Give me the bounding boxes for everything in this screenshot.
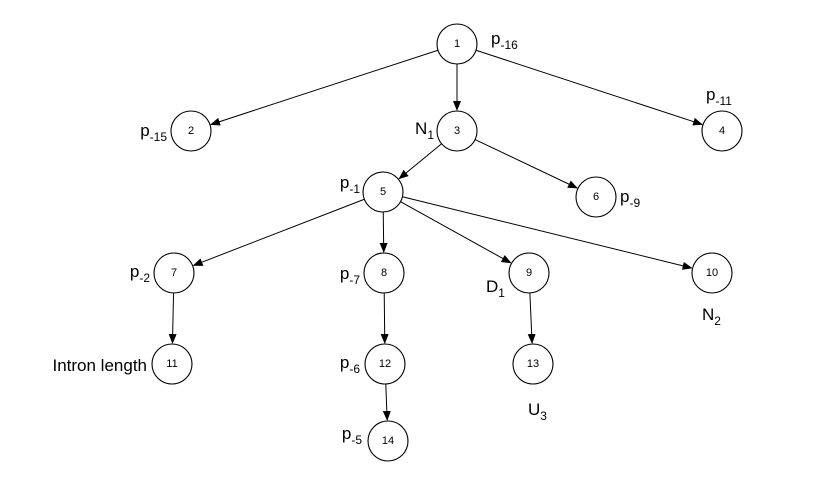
node-label-11: Intron length <box>52 356 147 375</box>
node-circle-6 <box>575 176 617 218</box>
node-circle-2 <box>170 110 212 152</box>
edge-9-to-13 <box>527 292 536 345</box>
node-11: 11 <box>151 343 193 385</box>
node-circle-5 <box>362 171 404 213</box>
edge-12-to-14 <box>382 383 391 422</box>
node-label-3: N1 <box>415 119 434 142</box>
node-number-9: 9 <box>526 267 532 279</box>
node-10: 10 <box>691 252 733 294</box>
node-6: 6 <box>575 176 617 218</box>
node-number-3: 3 <box>454 125 460 137</box>
node-1: 1 <box>436 23 478 65</box>
node-label-13: U3 <box>528 400 547 423</box>
node-5: 5 <box>362 171 404 213</box>
node-label-8: p-7 <box>340 264 360 287</box>
node-14: 14 <box>367 420 409 462</box>
node-circle-12 <box>364 343 406 385</box>
edge-8-to-12 <box>380 292 389 345</box>
node-circle-14 <box>367 420 409 462</box>
node-circle-7 <box>153 252 195 294</box>
node-label-14: p-5 <box>342 424 362 447</box>
node-9: 9 <box>508 252 550 294</box>
node-number-11: 11 <box>166 358 177 370</box>
node-label-2: p-15 <box>140 121 167 144</box>
node-circle-9 <box>508 252 550 294</box>
node-label-5: p-1 <box>340 173 360 196</box>
node-3: 3 <box>436 110 478 152</box>
edges <box>168 49 703 422</box>
node-number-8: 8 <box>381 267 387 279</box>
node-number-14: 14 <box>382 435 394 447</box>
node-label-6: p-9 <box>620 187 640 210</box>
node-8: 8 <box>363 252 405 294</box>
node-label-7: p-2 <box>130 262 150 285</box>
node-label-1: p-16 <box>491 29 518 52</box>
node-number-13: 13 <box>527 358 539 370</box>
node-13: 13 <box>512 343 554 385</box>
edge-7-to-11 <box>168 292 177 345</box>
node-number-4: 4 <box>719 125 725 137</box>
node-label-4: p-11 <box>706 85 732 108</box>
node-circle-13 <box>512 343 554 385</box>
node-7: 7 <box>153 252 195 294</box>
node-number-2: 2 <box>188 125 194 137</box>
node-circle-1 <box>436 23 478 65</box>
node-circle-10 <box>691 252 733 294</box>
node-circle-3 <box>436 110 478 152</box>
node-label-12: p-6 <box>340 353 360 376</box>
node-circle-11 <box>151 343 193 385</box>
node-4: 4 <box>701 110 743 152</box>
node-number-6: 6 <box>593 191 599 203</box>
node-2: 2 <box>170 110 212 152</box>
edge-5-to-10 <box>402 196 693 270</box>
node-number-1: 1 <box>454 38 460 50</box>
edge-3-to-5 <box>398 143 442 180</box>
node-circle-4 <box>701 110 743 152</box>
node-number-5: 5 <box>380 186 386 198</box>
edge-5-to-9 <box>400 201 512 264</box>
node-12: 12 <box>364 343 406 385</box>
node-label-9: D1 <box>486 277 505 300</box>
edge-1-to-2 <box>210 49 439 126</box>
edge-1-to-4 <box>475 49 703 126</box>
node-label-10: N2 <box>702 305 721 328</box>
edge-5-to-7 <box>192 198 365 266</box>
node-number-12: 12 <box>379 358 391 370</box>
node-circle-8 <box>363 252 405 294</box>
edge-3-to-6 <box>474 139 578 189</box>
node-number-7: 7 <box>171 267 177 279</box>
node-number-10: 10 <box>706 267 718 279</box>
